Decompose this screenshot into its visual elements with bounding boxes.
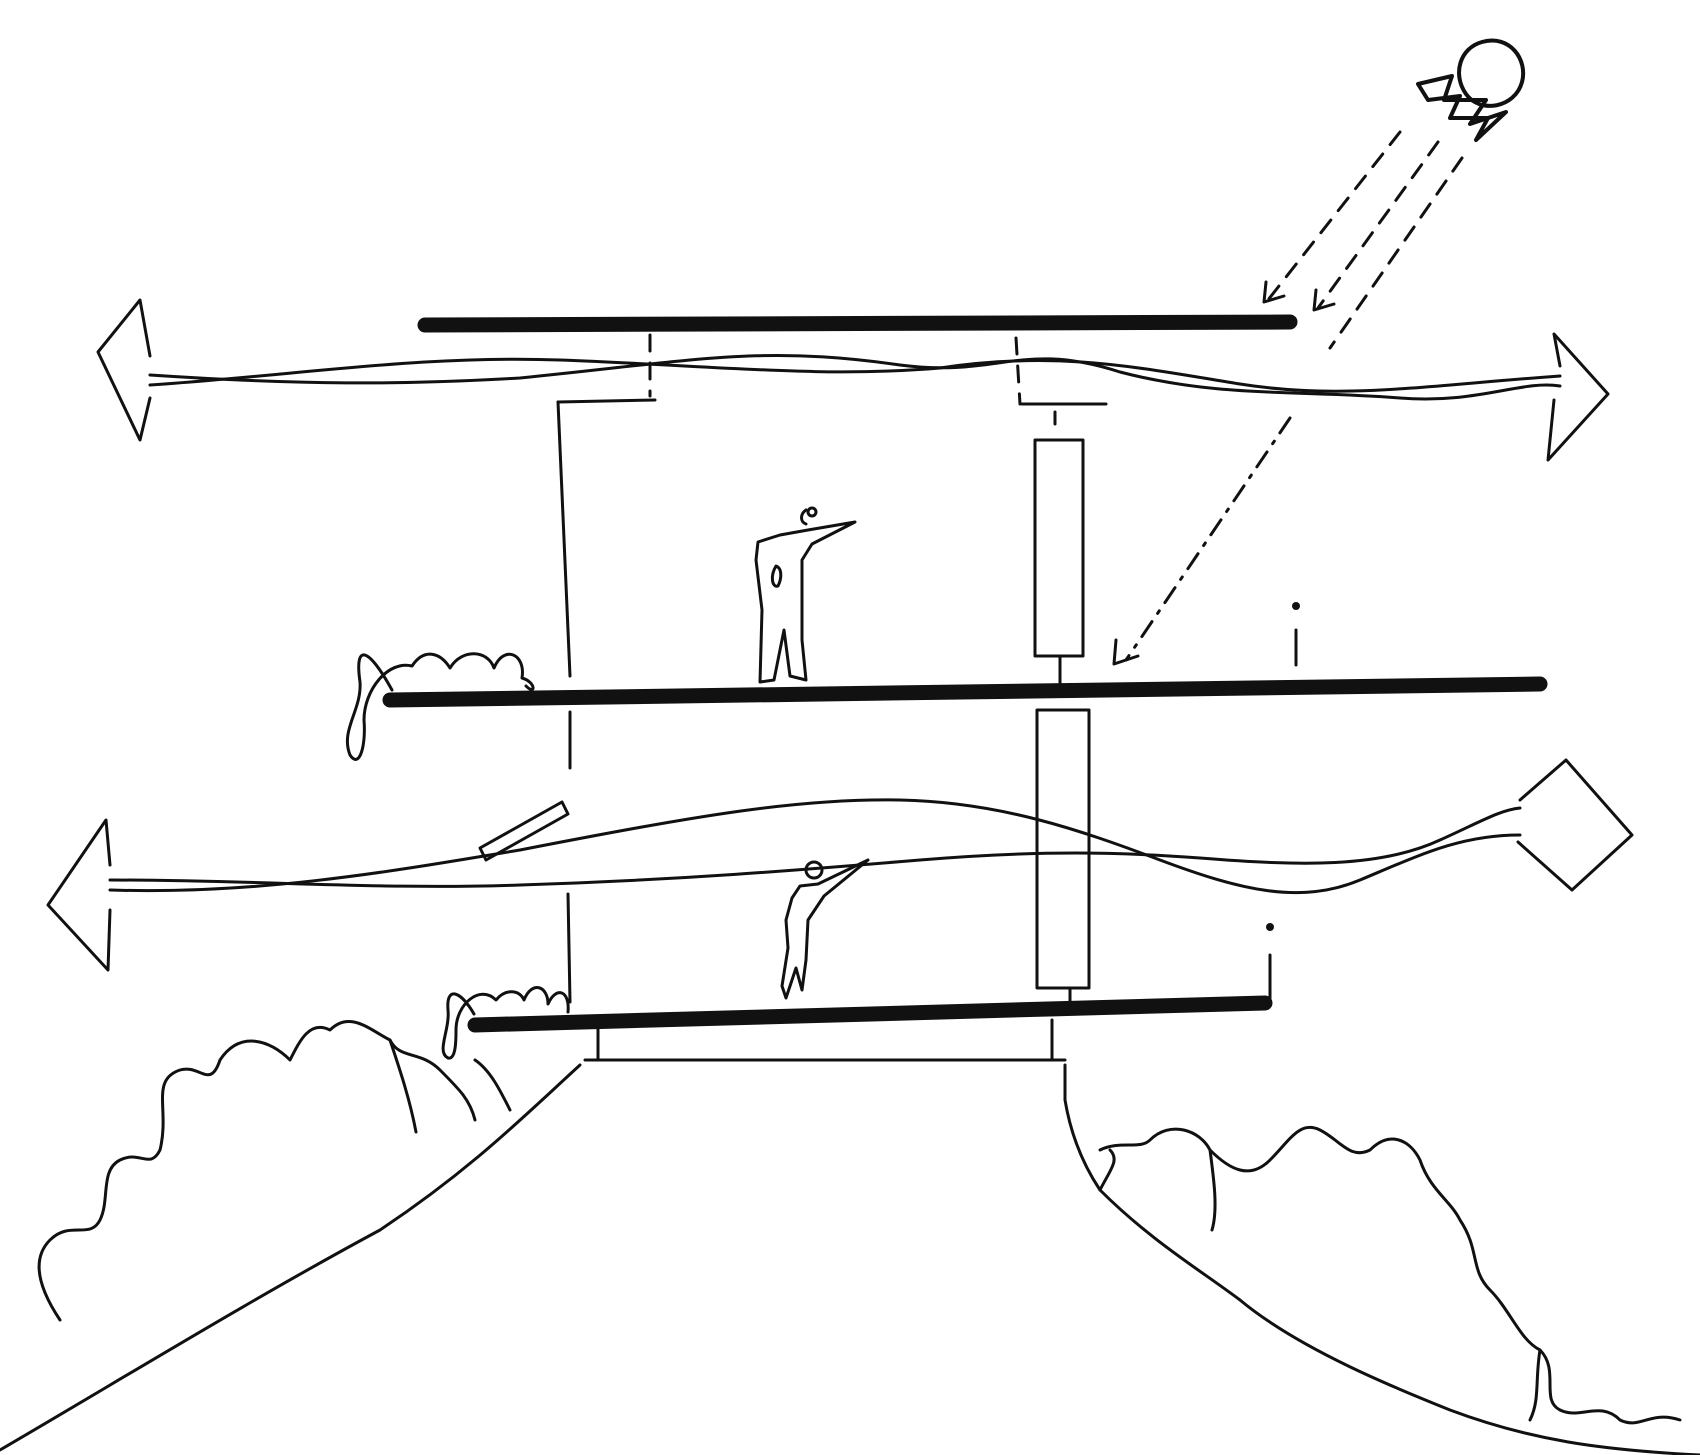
airflow-arrow-upper xyxy=(96,298,1610,462)
shrub-outlines xyxy=(37,1019,512,1322)
sunlight-rays xyxy=(1112,130,1464,666)
airflow-arrow-lower xyxy=(46,758,1634,972)
building-structure xyxy=(478,333,1300,1062)
shrub-outlines xyxy=(1098,1125,1682,1425)
sun-icon xyxy=(1416,38,1526,142)
shrub-outlines xyxy=(345,652,570,1060)
roof-slab xyxy=(417,314,1298,333)
lower-floor-slab xyxy=(467,995,1273,1033)
middle-floor-slab xyxy=(382,676,1548,708)
hill-outline xyxy=(0,1063,1700,1455)
person-icon xyxy=(754,506,857,684)
person-icon xyxy=(780,858,870,1000)
